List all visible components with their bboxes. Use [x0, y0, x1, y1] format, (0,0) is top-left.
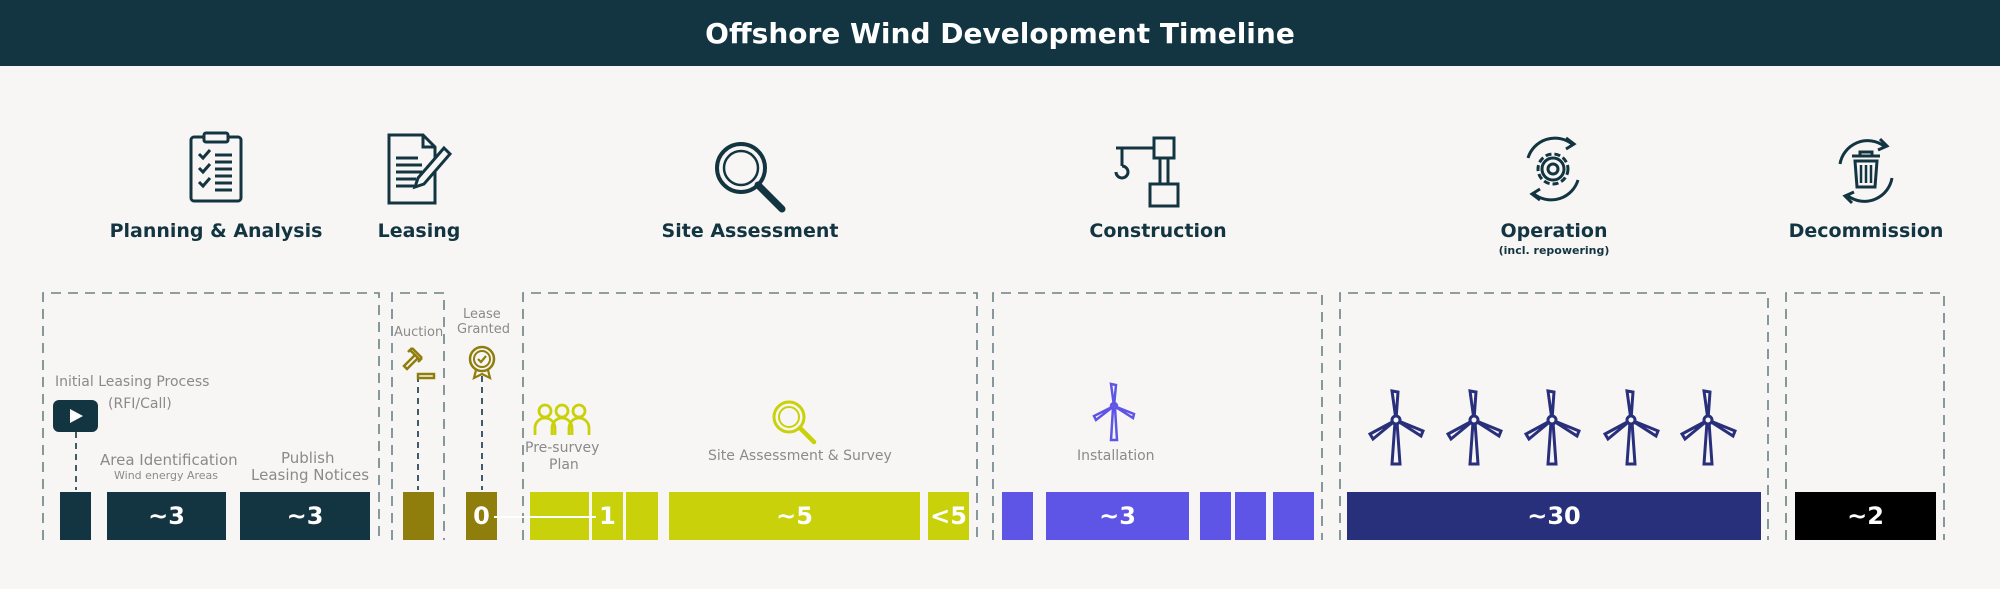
- bar-site-assessment-tail: <5: [928, 492, 969, 540]
- bracket-decommission: [1785, 292, 1945, 540]
- play-icon: [70, 409, 83, 423]
- installation-label: Installation: [1077, 448, 1155, 464]
- site-survey-label: Site Assessment & Survey: [708, 448, 892, 464]
- phase-label-leasing: Leasing: [377, 220, 461, 242]
- bar-construction-prep: [1002, 492, 1033, 540]
- bracket-operation: [1339, 292, 1769, 540]
- bracket-planning: [42, 292, 380, 540]
- wind-turbine-icon: [1446, 389, 1503, 466]
- bar-operation: ~30: [1347, 492, 1761, 540]
- lease-granted-label-line1: Lease: [463, 307, 501, 322]
- pre-survey-label-line1: Pre-survey: [525, 440, 600, 456]
- bracket-site-assessment: [522, 292, 978, 540]
- crane-icon: [1114, 136, 1180, 208]
- pre-survey-label-line2: Plan: [549, 457, 579, 473]
- publish-notices-label-line1: Publish: [281, 449, 335, 467]
- wind-turbine-icon: [1368, 389, 1425, 466]
- bar-construction-c: [1235, 492, 1266, 540]
- area-identification-sublabel: Wind energy Areas: [114, 469, 219, 482]
- initial-leasing-label-line2: (RFI/Call): [108, 396, 172, 412]
- badge-check-icon: [468, 345, 496, 381]
- phase-label-planning: Planning & Analysis: [109, 220, 323, 242]
- wind-turbine-icon: [1603, 389, 1660, 466]
- bar-auction: [403, 492, 434, 540]
- bar-construction-b: [1200, 492, 1231, 540]
- auction-label: Auction: [394, 325, 444, 340]
- survey-magnifier-icon: [772, 400, 817, 445]
- bar-pre-survey-end: 1: [592, 492, 623, 540]
- bar-lease-start: 0: [466, 492, 497, 540]
- clipboard-checklist-icon: [189, 131, 243, 203]
- bar-site-assessment: ~5: [669, 492, 920, 540]
- wind-turbine-icon: [1524, 389, 1581, 466]
- turbine-installation-icon: [1092, 382, 1136, 442]
- gear-cycle-icon: [1526, 136, 1580, 202]
- phase-label-decommission: Decommission: [1788, 220, 1944, 242]
- bar-pre-survey-c: [626, 492, 658, 540]
- area-identification-label: Area Identification: [100, 451, 238, 469]
- phase-label-operation: Operation: [1500, 220, 1608, 242]
- bracket-auction: [391, 292, 445, 540]
- bar-area-identification: ~3: [107, 492, 226, 540]
- bar-decommission: ~2: [1795, 492, 1936, 540]
- page-title: Offshore Wind Development Timeline: [0, 0, 2000, 66]
- bar-construction-d: [1273, 492, 1314, 540]
- phase-label-construction: Construction: [1089, 220, 1227, 242]
- lease-to-survey-connector: [494, 516, 596, 518]
- people-group-icon: [533, 403, 591, 435]
- phase-sublabel-operation: (incl. repowering): [1498, 244, 1610, 257]
- publish-notices-label-line2: Leasing Notices: [251, 466, 370, 484]
- recycle-bin-icon: [1838, 137, 1894, 205]
- gavel-icon: [402, 347, 436, 380]
- wind-turbine-icon: [1680, 389, 1737, 466]
- bar-construction: ~3: [1046, 492, 1189, 540]
- magnifier-icon: [715, 142, 786, 213]
- phase-label-site-assessment: Site Assessment: [661, 220, 839, 242]
- wind-turbines-row: [1368, 389, 1737, 466]
- initial-leasing-label-line1: Initial Leasing Process: [55, 374, 210, 390]
- play-button-icon: [53, 400, 98, 432]
- document-pen-icon: [387, 133, 453, 205]
- bar-initial-leasing: [60, 492, 91, 540]
- bracket-construction: [992, 292, 1323, 540]
- lease-granted-label-line2: Granted: [457, 322, 510, 337]
- bar-publish-notices: ~3: [240, 492, 370, 540]
